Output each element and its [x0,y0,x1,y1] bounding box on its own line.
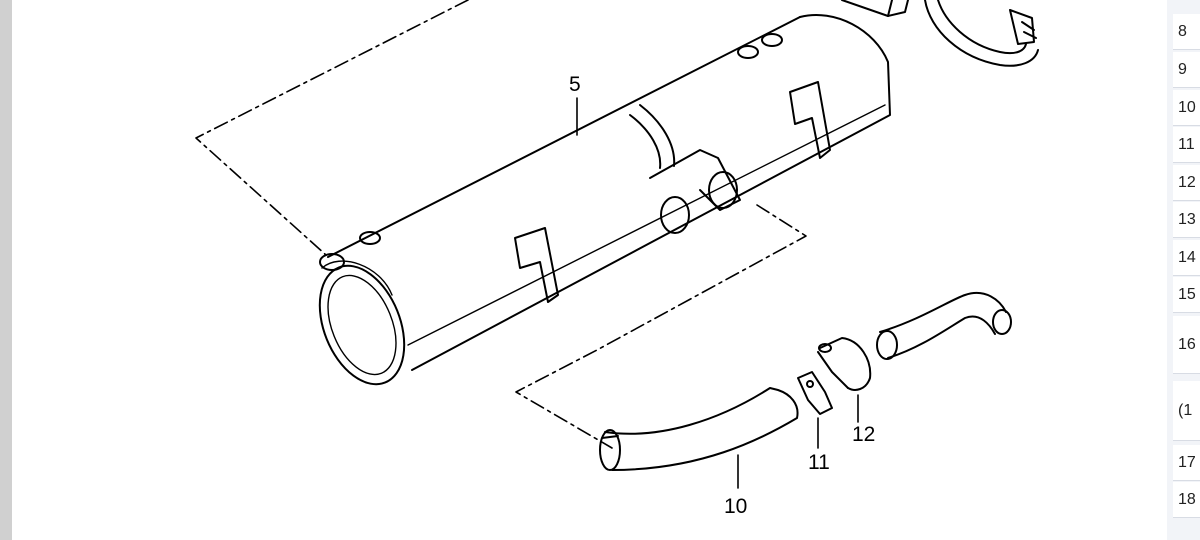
table-row[interactable]: 15 [1173,277,1200,313]
top-clamp-band [924,0,1039,67]
table-row[interactable]: 11 [1173,127,1200,163]
top-bracket [841,0,909,17]
muffler [318,14,891,386]
part-16-pipe [876,292,1012,360]
parts-table-panel: 8 9 10 11 12 13 14 15 16 (1 17 18 [1167,0,1200,540]
exhaust-parts-diagram: 5 10 11 12 [12,0,1167,540]
callout-part-10: 10 [724,495,748,518]
table-row[interactable]: 10 [1173,90,1200,126]
callout-part-12: 12 [852,423,876,446]
table-row[interactable]: 8 [1173,14,1200,50]
left-scrollbar[interactable] [0,0,12,540]
reference-lines [195,0,807,449]
table-row[interactable]: 14 [1173,240,1200,276]
part-10-pipe [599,387,799,471]
table-row[interactable]: 17 [1173,445,1200,481]
part-11-bracket [797,371,833,415]
table-row[interactable]: (1 [1173,381,1200,441]
table-row[interactable]: 16 [1173,316,1200,374]
table-row[interactable]: 13 [1173,202,1200,238]
table-row[interactable]: 9 [1173,52,1200,88]
leader-lines [576,97,859,489]
table-row[interactable]: 18 [1173,482,1200,518]
table-row[interactable]: 12 [1173,165,1200,201]
part-12-clamp [817,337,872,391]
callout-part-5: 5 [569,73,581,96]
callout-part-11: 11 [808,451,830,474]
